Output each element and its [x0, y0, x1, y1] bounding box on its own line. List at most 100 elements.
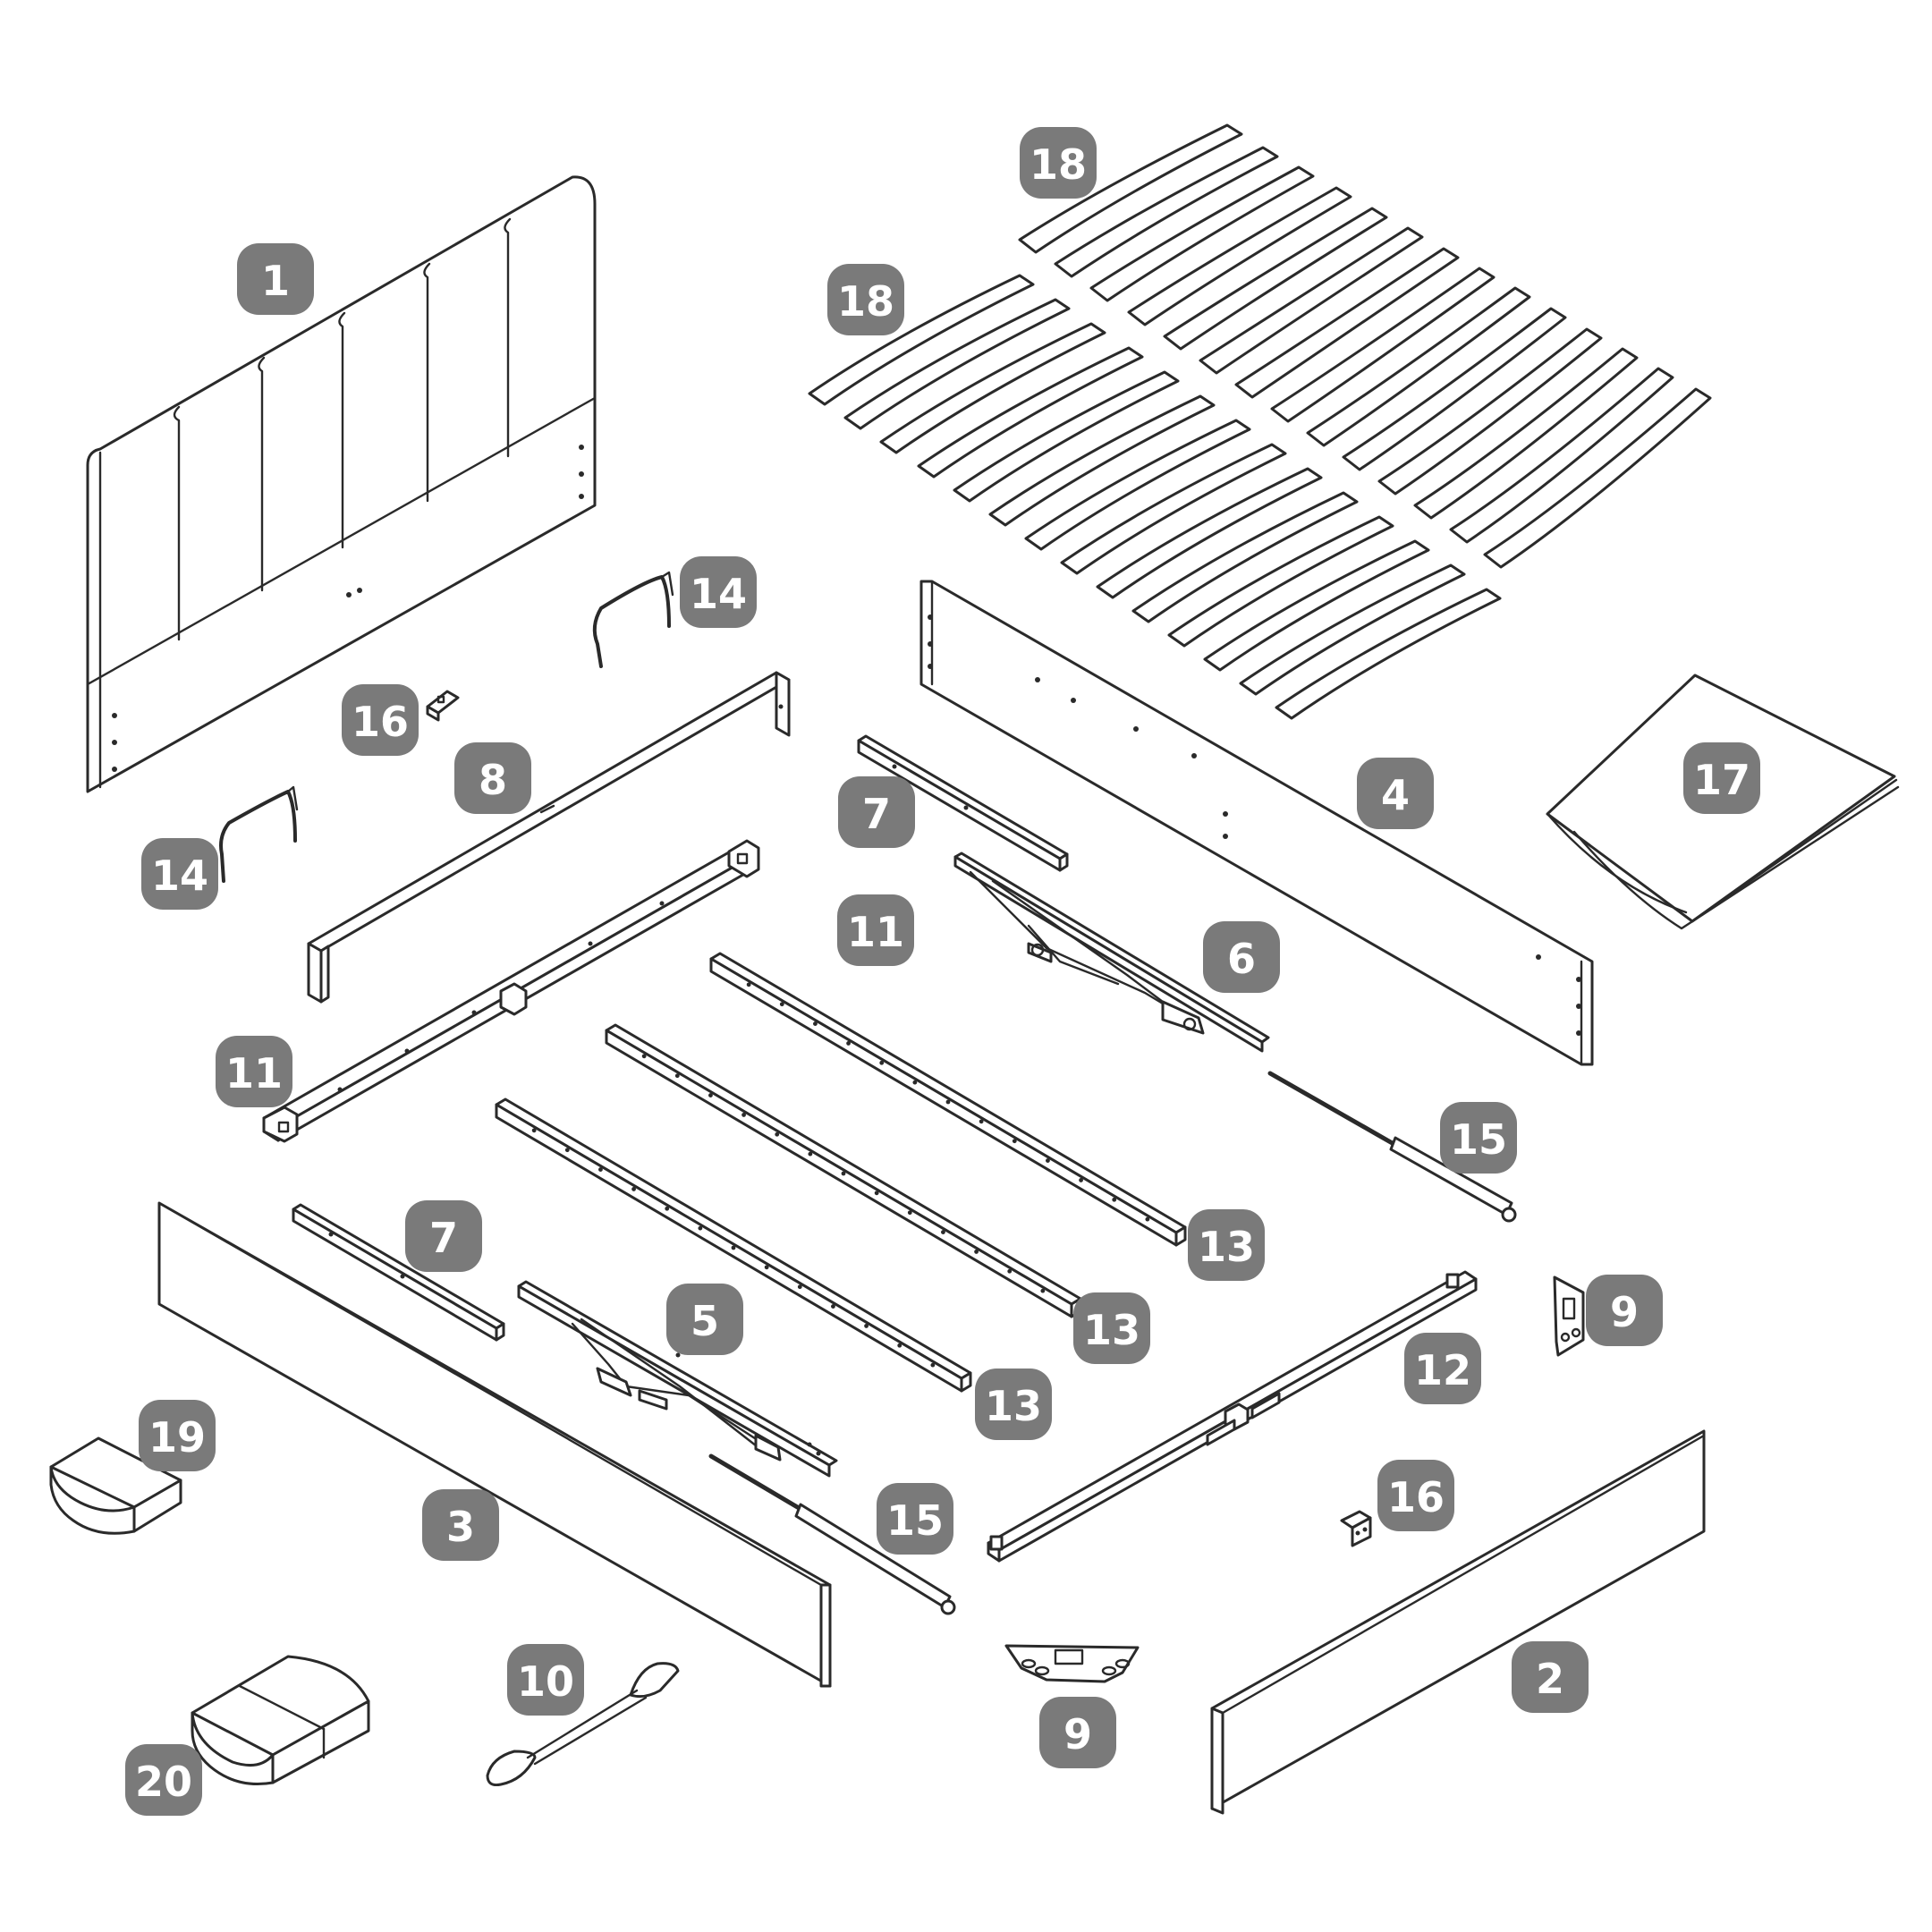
badge-text: 4 [1381, 771, 1410, 819]
part-18-slats-right [1018, 123, 1712, 569]
badge-gas-strut-left: 15 [877, 1483, 953, 1555]
slat-support-holes [531, 982, 1150, 1368]
badge-frame-rail-b: 11 [216, 1036, 292, 1107]
part-7-short-bar-left [292, 1203, 505, 1342]
badge-foot-frame-rail: 12 [1404, 1333, 1481, 1404]
slat-support-hole [708, 1093, 713, 1097]
badge-text: 16 [1387, 1473, 1445, 1521]
slat-support-hole [846, 1041, 851, 1046]
part-12-foot-frame-rail [987, 1270, 1478, 1563]
badge-slats-left: 18 [827, 264, 904, 335]
slat-support-hole [698, 1225, 703, 1231]
slat-support-hole [831, 1304, 835, 1309]
badge-text: 9 [1610, 1288, 1639, 1336]
slat-support-hole [531, 1128, 537, 1133]
badge-text: 18 [1030, 140, 1087, 189]
badge-slat-support-b: 13 [1073, 1292, 1150, 1364]
badge-text: 3 [446, 1503, 475, 1551]
badge-clip-a: 16 [342, 684, 419, 756]
part-20-foot-pad-large [191, 1655, 370, 1786]
badge-strap: 10 [507, 1644, 584, 1716]
badge-text: 1 [261, 257, 290, 305]
badge-hook-b: 14 [141, 838, 218, 910]
slat-support-hole [912, 1080, 918, 1085]
part-11-frame-rail-a [262, 839, 760, 1143]
slat-support-hole [941, 1230, 945, 1234]
slat-support-hole [841, 1171, 846, 1176]
part-15-gas-strut-left [708, 1453, 956, 1615]
slat-support-hole [741, 1113, 746, 1117]
badge-text: 19 [148, 1413, 206, 1462]
slat-support-hole [598, 1167, 603, 1172]
badge-slat-support-a: 13 [1188, 1209, 1265, 1281]
part-9-bracket-bottom [1004, 1644, 1140, 1683]
part-2-footboard [1210, 1429, 1706, 1815]
badge-text: 14 [690, 570, 747, 618]
slat-support-hole [945, 1099, 951, 1105]
badge-clip-b: 16 [1377, 1460, 1454, 1531]
slat-support-hole [974, 1250, 979, 1254]
slat-support-hole [641, 1054, 647, 1059]
slat-support-hole [1079, 1178, 1083, 1182]
slat-support-hole [1112, 1197, 1117, 1202]
badge-text: 7 [429, 1214, 458, 1262]
part-number-badges: 1 2 3 4 5 6 7 7 8 9 9 10 11 11 12 13 13 … [125, 127, 1760, 1816]
badge-lift-mechanism-right: 6 [1203, 921, 1280, 993]
badge-text: 9 [1063, 1710, 1092, 1758]
slat-support-hole [764, 1265, 769, 1270]
badge-hook-a: 14 [680, 556, 757, 628]
badge-text: 15 [1450, 1115, 1507, 1164]
badge-bracket-right: 9 [1586, 1275, 1663, 1346]
part-1-headboard [86, 175, 597, 793]
badge-short-bar-right: 7 [838, 776, 915, 848]
slat-support-hole [731, 1245, 736, 1250]
badge-text: 18 [837, 277, 894, 326]
badge-text: 12 [1414, 1346, 1471, 1394]
part-16-clip-a [426, 690, 460, 722]
slat-support-hole [1145, 1216, 1150, 1222]
part-8-head-frame-rail [307, 671, 791, 1004]
part-15-gas-strut-right [1267, 1071, 1517, 1223]
slat-support-hole [979, 1119, 984, 1124]
badge-text: 14 [151, 852, 208, 900]
badge-lift-mechanism-left: 5 [666, 1284, 743, 1355]
badge-text: 10 [517, 1657, 574, 1706]
badge-gas-strut-right: 15 [1440, 1102, 1517, 1174]
slat-support-hole [665, 1206, 670, 1211]
slat-support-hole [897, 1343, 902, 1348]
part-4-side-rail [919, 580, 1594, 1066]
badge-text: 13 [1083, 1306, 1140, 1354]
badge-text: 15 [886, 1496, 944, 1545]
slat-support-hole [874, 1191, 879, 1196]
badge-text: 11 [847, 908, 904, 956]
part-5-lift-mechanism [517, 1280, 838, 1478]
part-10-strap [486, 1662, 680, 1786]
part-7-short-bar-right [857, 734, 1069, 872]
slat-support-hole [779, 1002, 784, 1007]
badge-footboard: 2 [1512, 1641, 1589, 1713]
part-14-hook-a [592, 571, 674, 668]
badge-text: 7 [862, 790, 891, 838]
part-16-clip-b [1340, 1510, 1372, 1547]
badge-text: 5 [691, 1297, 719, 1345]
part-9-bracket-right [1553, 1275, 1585, 1357]
badge-text: 8 [479, 756, 507, 804]
slat-support-hole [907, 1210, 912, 1216]
badge-frame-rail-a: 11 [837, 894, 914, 966]
slat-support-hole [797, 1284, 802, 1290]
badge-text: 20 [135, 1758, 192, 1806]
part-19-foot-pad-small [49, 1436, 182, 1535]
badge-slats-right: 18 [1020, 127, 1097, 199]
part-14-hook-b [219, 785, 299, 883]
slat-support-hole [808, 1151, 813, 1157]
slat-support-hole [1040, 1288, 1046, 1293]
badge-text: 16 [352, 698, 409, 746]
slat-support-hole [879, 1060, 885, 1065]
badge-text: 6 [1227, 935, 1256, 983]
slat-support-hole [775, 1131, 780, 1137]
slat-support-hole [631, 1187, 636, 1191]
badge-head-frame-rail: 8 [454, 742, 531, 814]
slat-support-hole [674, 1073, 680, 1079]
badge-slat-support-c: 13 [975, 1368, 1052, 1440]
